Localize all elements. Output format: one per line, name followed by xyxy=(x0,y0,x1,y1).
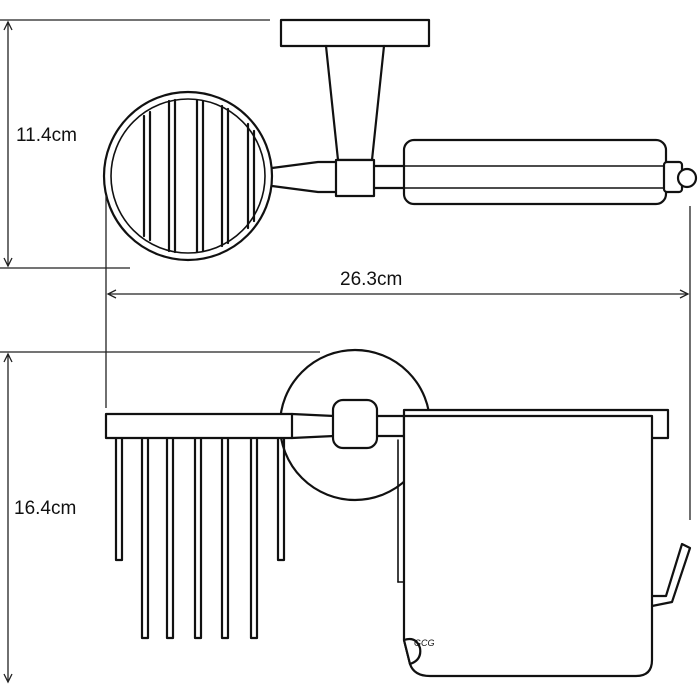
top-connector xyxy=(334,158,376,198)
front-view: GCG xyxy=(104,348,692,678)
top-bar xyxy=(270,160,406,194)
top-basket-bars xyxy=(142,98,256,254)
front-arm xyxy=(290,412,406,440)
dimension-labels: 11.4cm 26.3cm 16.4cm xyxy=(14,125,402,519)
top-basket-ring xyxy=(102,90,274,262)
front-paper-guard xyxy=(650,542,692,608)
top-view xyxy=(102,18,698,262)
dim-height-label: 16.4cm xyxy=(14,498,76,519)
front-holder-cover xyxy=(402,414,654,678)
dim-depth-label: 11.4cm xyxy=(16,125,77,146)
top-holder-cover xyxy=(402,138,668,206)
top-basket-ring-inner xyxy=(110,98,266,254)
front-basket-wires xyxy=(114,436,286,640)
top-end-knob xyxy=(676,167,698,189)
brand-logo: GCG xyxy=(414,638,435,648)
dim-width-label: 26.3cm xyxy=(340,269,402,290)
front-basket-rail xyxy=(104,412,294,440)
front-connector xyxy=(331,398,379,450)
top-wall-plate xyxy=(279,18,431,48)
dimension-lines xyxy=(0,19,691,684)
top-arm xyxy=(324,44,386,162)
front-cover-notch xyxy=(402,637,422,666)
